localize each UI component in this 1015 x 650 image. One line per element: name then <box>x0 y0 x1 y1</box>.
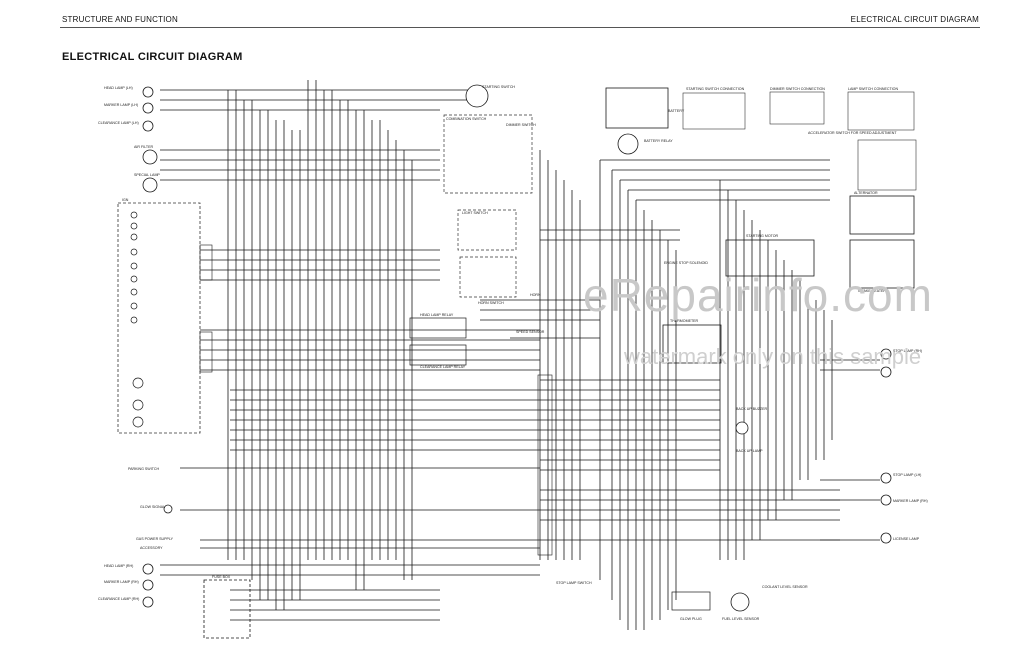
fuel-level-sensor-icon <box>730 592 750 612</box>
clearance-lamp-lh-icon <box>142 120 154 132</box>
clearance-lamp-relay-box <box>409 344 467 366</box>
accelerator-table <box>857 139 917 191</box>
label-coolant-level-sensor: COOLANT LEVEL SENSOR <box>762 585 808 589</box>
intake-heater-box <box>849 239 915 289</box>
wiring <box>160 80 880 630</box>
label-intake-heater: INTAKE HEATER <box>858 289 886 293</box>
head-lamp-relay-box <box>409 317 467 339</box>
indicator-lamps <box>130 211 144 428</box>
label-light-switch: LIGHT SWITCH <box>462 211 488 215</box>
label-starting-motor: STARTING MOTOR <box>746 234 779 238</box>
label-battery: BATTERY <box>668 109 685 113</box>
label-thermometer: THERMOMETER <box>670 319 699 323</box>
dimmer-switch-connection-table <box>769 91 825 125</box>
marker-lamp-rh2-icon <box>880 494 892 506</box>
head-lamp-lh-icon <box>142 86 154 98</box>
connector-block <box>199 244 553 556</box>
stop-lamp-rh-icon <box>880 348 892 360</box>
label-head-lamp-rh: HEAD LAMP (RH) <box>104 564 133 568</box>
stop-lamp-lh-icon <box>880 472 892 484</box>
label-glow-signal: GLOW SIGNAL <box>140 505 165 509</box>
label-alternator: ALTERNATOR <box>854 191 878 195</box>
header-left: STRUCTURE AND FUNCTION <box>62 15 178 24</box>
label-starting-switch: STARTING SWITCH <box>482 85 515 89</box>
lamp-group-top-left <box>142 86 158 193</box>
label-marker-lamp-lh: MARKER LAMP (LH) <box>104 103 138 107</box>
label-parking-switch: PARKING SWITCH <box>128 467 159 471</box>
label-starting-switch-connection: STARTING SWITCH CONNECTION <box>686 87 745 91</box>
label-engine-stop-solenoid: ENGINE STOP SOLENOID <box>664 261 708 265</box>
label-special-lamp: SPECIAL LAMP <box>134 173 160 177</box>
label-horn: HORN <box>530 293 541 297</box>
thermometer-box <box>662 324 722 364</box>
label-marker-lamp-rh2: MARKER LAMP (RH) <box>893 499 928 503</box>
lamp-group-bottom-left <box>142 504 173 608</box>
combination-switch-box <box>443 114 533 194</box>
label-license-lamp: LICENSE LAMP <box>893 537 920 541</box>
label-dimmer-switch-connection: DIMMER SWITCH CONNECTION <box>770 87 825 91</box>
battery-relay-icon <box>617 133 639 155</box>
label-glow-plug: GLOW PLUG <box>680 617 702 621</box>
label-accelerator-switch: ACCELERATOR SWITCH FOR SPEED ADJUSTMENT <box>808 131 897 135</box>
license-lamp-icon <box>880 532 892 544</box>
marker-lamp-rh-left-icon <box>142 579 154 591</box>
label-speed-sensor: SPEED SENSOR <box>516 330 545 334</box>
label-air-filter: AIR FILTER <box>134 145 154 149</box>
label-clearance-lamp-rh: CLEARANCE LAMP (RH) <box>98 597 139 601</box>
label-ign: IGN <box>122 198 129 202</box>
label-lamp-switch-connection: LAMP SWITCH CONNECTION <box>848 87 898 91</box>
back-up-lamp-icon <box>735 421 749 435</box>
label-horn-switch: HORN SWITCH <box>478 301 504 305</box>
light-switch-box <box>457 209 517 251</box>
page-title: ELECTRICAL CIRCUIT DIAGRAM <box>62 51 243 63</box>
watermark-brand: eRepairinfo.com <box>583 269 933 321</box>
special-lamp-icon <box>142 177 158 193</box>
label-stop-lamp-lh: STOP LAMP (LH) <box>893 473 921 477</box>
alternator-box <box>849 195 915 235</box>
label-stop-lamp-switch: STOP LAMP SWITCH <box>556 581 592 585</box>
label-head-lamp-relay: HEAD LAMP RELAY <box>420 313 454 317</box>
label-clearance-lamp-lh: CLEARANCE LAMP (LH) <box>98 121 139 125</box>
marker-lamp-rh-icon <box>880 366 892 378</box>
starting-switch-connection-table <box>682 92 746 130</box>
label-fuse-box: FUSE BOX <box>212 575 231 579</box>
battery-box <box>605 87 669 129</box>
lamp-group-right <box>730 348 892 612</box>
lamp-switch-connection-table <box>847 91 915 131</box>
label-back-up-lamp: BACK UP LAMP <box>736 449 763 453</box>
glow-plug-box <box>671 591 711 611</box>
starting-switch-icon <box>465 84 489 108</box>
label-marker-lamp-rh: MARKER LAMP (RH) <box>104 580 139 584</box>
label-gas-power-supply: GAS POWER SUPPLY <box>136 537 174 541</box>
label-battery-relay: BATTERY RELAY <box>644 139 673 143</box>
fuse-box <box>203 579 251 639</box>
marker-lamp-lh-icon <box>142 102 154 114</box>
label-fuel-level-sensor: FUEL LEVEL SENSOR <box>722 617 760 621</box>
clearance-lamp-rh-icon <box>142 596 154 608</box>
label-accessory: ACCESSORY <box>140 546 163 550</box>
label-combination-switch: COMBINATION SWITCH <box>446 117 487 121</box>
head-lamp-rh-icon <box>142 563 154 575</box>
label-dimmer-switch: DIMMER SWITCH <box>506 123 536 127</box>
label-clearance-lamp-relay: CLEARANCE LAMP RELAY <box>420 365 466 369</box>
label-head-lamp-lh: HEAD LAMP (LH) <box>104 86 133 90</box>
glow-signal-icon <box>163 504 173 514</box>
watermark-note: watermark only on this sample <box>624 344 922 369</box>
horn-switch-box <box>459 256 517 298</box>
header-right: ELECTRICAL CIRCUIT DIAGRAM <box>850 15 979 24</box>
component-labels: HEAD LAMP (LH) MARKER LAMP (LH) CLEARANC… <box>98 85 928 621</box>
air-filter-icon <box>142 149 158 165</box>
starting-motor-box <box>725 239 815 277</box>
label-back-up-buzzer: BACK UP BUZZER <box>736 407 767 411</box>
ign-panel <box>117 202 201 434</box>
label-stop-lamp-rh: STOP LAMP (RH) <box>893 349 922 353</box>
header-divider <box>60 27 980 28</box>
